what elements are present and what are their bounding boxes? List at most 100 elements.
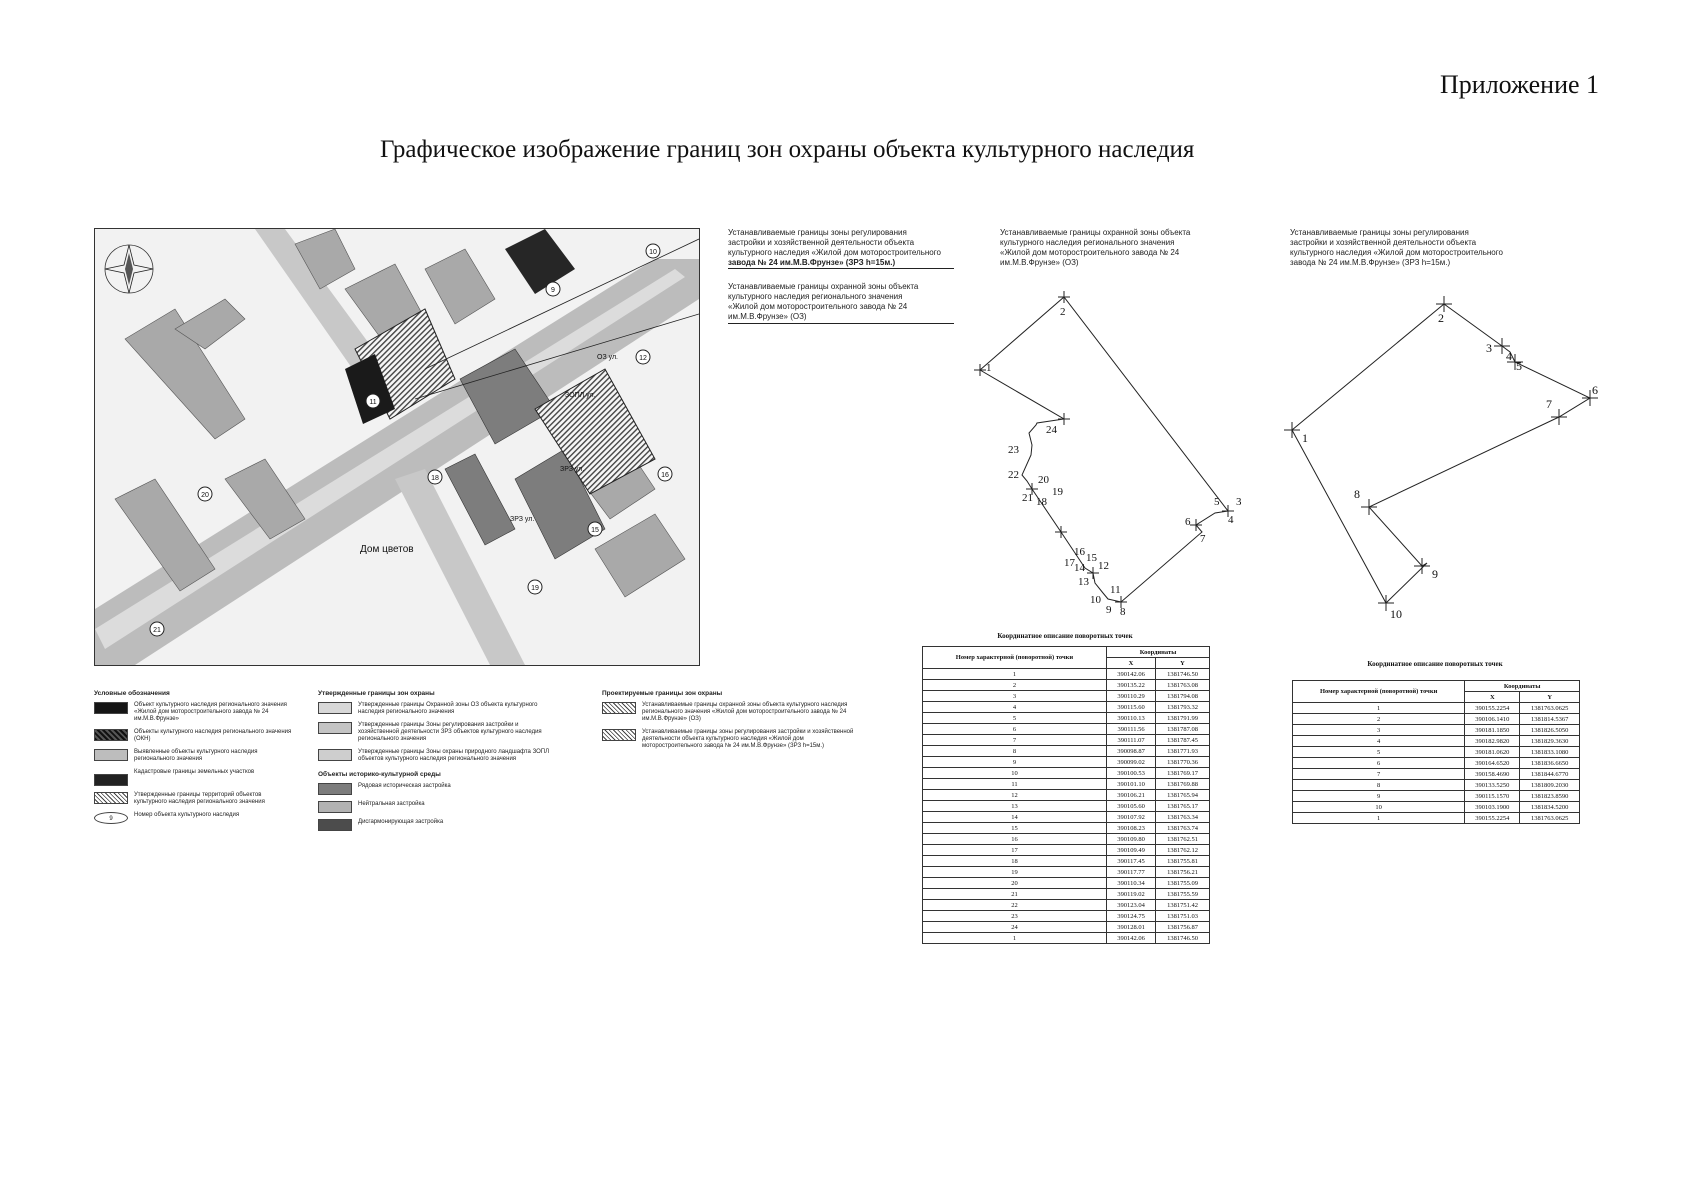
point-label-11: 11 bbox=[1110, 584, 1121, 596]
y-coord-cell: 1381769.17 bbox=[1155, 767, 1210, 779]
y-coord-cell: 1381751.03 bbox=[1155, 910, 1210, 922]
diagram1-label-line: культурного наследия регионального значе… bbox=[1000, 238, 1175, 247]
point-label-13: 13 bbox=[1078, 576, 1090, 588]
marker-21: 21 bbox=[153, 627, 161, 634]
appendix-label: Приложение 1 bbox=[1440, 70, 1600, 99]
coords-table-2: Номер характерной (поворотной) точки Коо… bbox=[1291, 680, 1580, 824]
y-coord-cell: 1381826.5050 bbox=[1519, 724, 1580, 736]
x-coord-cell: 390181.0620 bbox=[1464, 746, 1521, 758]
y-coord-cell: 1381770.36 bbox=[1155, 756, 1210, 768]
y-coord-cell: 1381755.09 bbox=[1155, 877, 1210, 889]
point-number-cell: 7 bbox=[1291, 768, 1466, 780]
table2-col-point: Номер характерной (поворотной) точки bbox=[1291, 680, 1466, 703]
marker-10: 10 bbox=[649, 249, 657, 256]
callout-zrz-line: культурного наследия «Жилой дом моторост… bbox=[728, 248, 941, 257]
point-number-cell: 18 bbox=[922, 855, 1107, 867]
y-coord-cell: 1381763.08 bbox=[1155, 679, 1210, 691]
table1-col-y: Y bbox=[1155, 657, 1210, 669]
x-coord-cell: 390105.60 bbox=[1105, 800, 1157, 812]
point-number-cell: 6 bbox=[1291, 757, 1466, 769]
point-number-cell: 1 bbox=[922, 932, 1107, 944]
x-coord-cell: 390119.02 bbox=[1105, 888, 1157, 900]
label-dom-tsvetov: Дом цветов bbox=[360, 544, 414, 555]
legend-item: Утвержденные границы Охранной зоны ОЗ об… bbox=[318, 702, 558, 716]
point-number-cell: 14 bbox=[922, 811, 1107, 823]
callout-zrz-underline bbox=[728, 268, 954, 269]
point-number-cell: 6 bbox=[922, 723, 1107, 735]
diagram2-label-line: застройки и хозяйственной деятельности о… bbox=[1290, 238, 1477, 247]
y-coord-cell: 1381746.50 bbox=[1155, 932, 1210, 944]
x-coord-cell: 390110.13 bbox=[1105, 712, 1157, 724]
y-coord-cell: 1381765.94 bbox=[1155, 789, 1210, 801]
point-label-1: 1 bbox=[1302, 431, 1308, 445]
point-label-21: 21 bbox=[1022, 492, 1033, 504]
point-label-10: 10 bbox=[1090, 594, 1102, 606]
x-coord-cell: 390115.1570 bbox=[1464, 790, 1521, 802]
point-number-cell: 10 bbox=[1291, 801, 1466, 813]
point-label-4: 4 bbox=[1228, 514, 1234, 526]
x-coord-cell: 390110.29 bbox=[1105, 690, 1157, 702]
label-zrz-1: ЗРЗ ул. bbox=[560, 466, 584, 473]
circle-marker-icon: 9 bbox=[94, 812, 128, 824]
x-coord-cell: 390110.34 bbox=[1105, 877, 1157, 889]
x-coord-cell: 390111.56 bbox=[1105, 723, 1157, 735]
y-coord-cell: 1381769.88 bbox=[1155, 778, 1210, 790]
x-coord-cell: 390142.06 bbox=[1105, 932, 1157, 944]
point-number-cell: 20 bbox=[922, 877, 1107, 889]
y-coord-cell: 1381809.2030 bbox=[1519, 779, 1580, 791]
callout-oz-line: культурного наследия регионального значе… bbox=[728, 292, 903, 301]
x-coord-cell: 390181.1850 bbox=[1464, 724, 1521, 736]
callout-oz-line: Устанавливаемые границы охранной зоны об… bbox=[728, 282, 919, 291]
point-label-18: 18 bbox=[1036, 496, 1048, 508]
legend-item: Дисгармонирующая застройка bbox=[318, 819, 558, 831]
point-label-7: 7 bbox=[1200, 533, 1206, 545]
point-number-cell: 1 bbox=[922, 668, 1107, 680]
table2-caption: Координатное описание поворотных точек bbox=[1367, 660, 1503, 668]
y-coord-cell: 1381762.12 bbox=[1155, 844, 1210, 856]
legend-header: Проектируемые границы зон охраны bbox=[602, 690, 723, 697]
x-coord-cell: 390101.10 bbox=[1105, 778, 1157, 790]
callout-zrz-line: завода № 24 им.М.В.Фрунзе» (ЗРЗ h=15м.) bbox=[728, 258, 896, 267]
diagram2-label-line: культурного наследия «Жилой дом моторост… bbox=[1290, 248, 1503, 257]
point-label-12: 12 bbox=[1098, 560, 1109, 572]
x-coord-cell: 390128.01 bbox=[1105, 921, 1157, 933]
table1-col-point: Номер характерной (поворотной) точки bbox=[922, 646, 1107, 669]
table2-col-y: Y bbox=[1519, 691, 1580, 703]
marker-15: 15 bbox=[591, 527, 599, 534]
callout-zrz: Устанавливаемые границы зоны регулирован… bbox=[728, 228, 968, 268]
x-coord-cell: 390182.9820 bbox=[1464, 735, 1521, 747]
point-label-6: 6 bbox=[1592, 383, 1598, 397]
legend-item: Объект культурного наследия региональног… bbox=[94, 702, 294, 723]
legend-column-3: Проектируемые границы зон охраны Устанав… bbox=[602, 690, 862, 756]
y-coord-cell: 1381763.0625 bbox=[1519, 812, 1580, 824]
x-coord-cell: 390108.23 bbox=[1105, 822, 1157, 834]
legend-column-1: Условные обозначения Объект культурного … bbox=[94, 690, 294, 830]
point-label-4: 4 bbox=[1506, 349, 1512, 363]
marker-11: 11 bbox=[369, 399, 376, 406]
legend-item: Рядовая историческая застройка bbox=[318, 783, 558, 795]
point-label-20: 20 bbox=[1038, 474, 1050, 486]
label-oz: ОЗ ул. bbox=[597, 354, 618, 361]
point-label-14: 14 bbox=[1074, 562, 1086, 574]
diagram2-label-line: Устанавливаемые границы зоны регулирован… bbox=[1290, 228, 1469, 237]
building bbox=[124, 308, 246, 440]
x-coord-cell: 390100.53 bbox=[1105, 767, 1157, 779]
y-coord-cell: 1381755.59 bbox=[1155, 888, 1210, 900]
y-coord-cell: 1381844.6770 bbox=[1519, 768, 1580, 780]
y-coord-cell: 1381833.1080 bbox=[1519, 746, 1580, 758]
label-zopl: ЗОПЛ ул. bbox=[565, 392, 596, 399]
table1-col-x: X bbox=[1105, 657, 1157, 669]
point-number-cell: 4 bbox=[922, 701, 1107, 713]
